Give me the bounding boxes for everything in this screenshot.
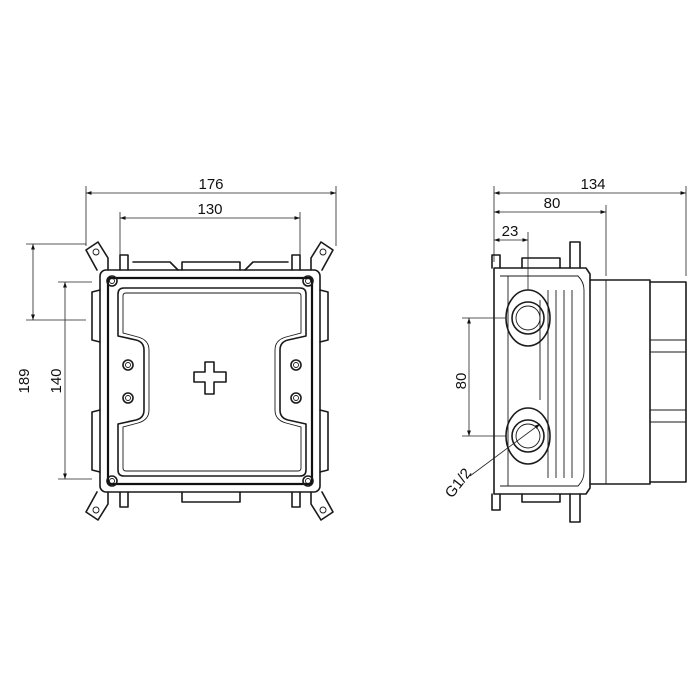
dim-front-width-inner: 130 <box>119 201 301 255</box>
front-bottom-lugs <box>85 491 334 521</box>
front-side-bosses <box>91 289 329 473</box>
front-center-cross <box>193 361 227 395</box>
side-body <box>493 267 591 495</box>
dim-side-outlet-spacing: 80 <box>453 317 506 437</box>
dim-side-depth-total: 134 <box>493 176 687 276</box>
front-top-lugs <box>85 241 334 271</box>
dim-side-outlet-offset: 23 <box>494 223 529 290</box>
side-outlet-top <box>505 289 551 347</box>
dim-text-130: 130 <box>197 201 222 218</box>
dim-front-height-inner: 140 <box>48 281 92 480</box>
front-inner-frame <box>106 276 314 486</box>
side-outlet-bottom <box>505 407 551 465</box>
front-outer-frame <box>99 269 321 493</box>
thread-label: G1/2 <box>442 465 475 501</box>
side-extension <box>589 279 687 485</box>
dim-thread-callout: G1/2 <box>442 423 541 501</box>
dim-text-189: 189 <box>16 368 33 393</box>
front-cover-screws <box>122 359 302 404</box>
dim-side-depth-body: 80 <box>494 195 607 276</box>
dim-text-23: 23 <box>502 223 519 240</box>
dim-text-80-horizontal: 80 <box>544 195 561 212</box>
side-view: 134 80 23 80 G1/2 <box>442 176 687 523</box>
front-corner-screws <box>106 275 314 487</box>
dim-front-width-outer: 176 <box>85 176 337 246</box>
front-cover <box>117 287 307 477</box>
dim-text-134: 134 <box>580 176 605 193</box>
dim-text-140: 140 <box>48 368 65 393</box>
dim-front-height-outer: 189 <box>16 243 86 394</box>
dim-text-80-vertical: 80 <box>453 373 470 390</box>
side-lugs <box>491 241 581 523</box>
dim-text-176: 176 <box>198 176 223 193</box>
front-view: 176 130 189 140 <box>16 176 337 521</box>
side-ribs <box>539 290 573 478</box>
